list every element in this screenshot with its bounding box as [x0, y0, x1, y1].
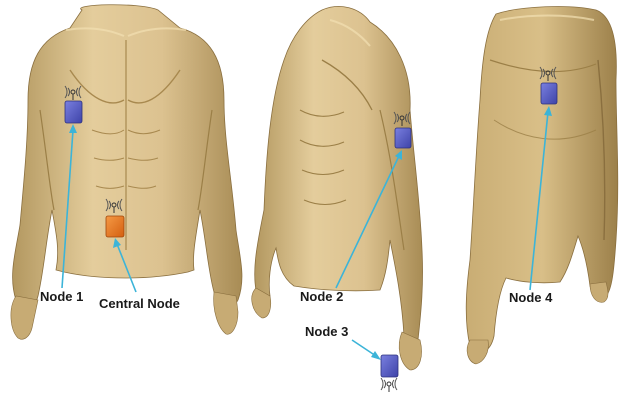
side-view-torso — [252, 6, 423, 370]
node-4-label: Node 4 — [509, 291, 552, 305]
node-3-pointer — [352, 340, 381, 360]
node-1-label: Node 1 — [40, 290, 83, 304]
sensor-node-icon — [541, 83, 557, 104]
sensor-node-icon — [395, 128, 411, 148]
central-node-icon — [106, 216, 124, 237]
central-node-label: Central Node — [99, 297, 180, 311]
sensor-node-icon — [65, 101, 82, 123]
back-right-hand — [590, 282, 608, 302]
node-2-label: Node 2 — [300, 290, 343, 304]
node-3-label: Node 3 — [305, 325, 348, 339]
back-view-torso — [466, 7, 618, 364]
front-left-hand — [11, 296, 38, 339]
antenna-icon — [381, 378, 397, 392]
node-3-sensor — [381, 355, 398, 392]
back-left-hand — [467, 340, 488, 364]
front-right-hand — [214, 292, 238, 334]
sensor-node-icon — [381, 355, 398, 377]
